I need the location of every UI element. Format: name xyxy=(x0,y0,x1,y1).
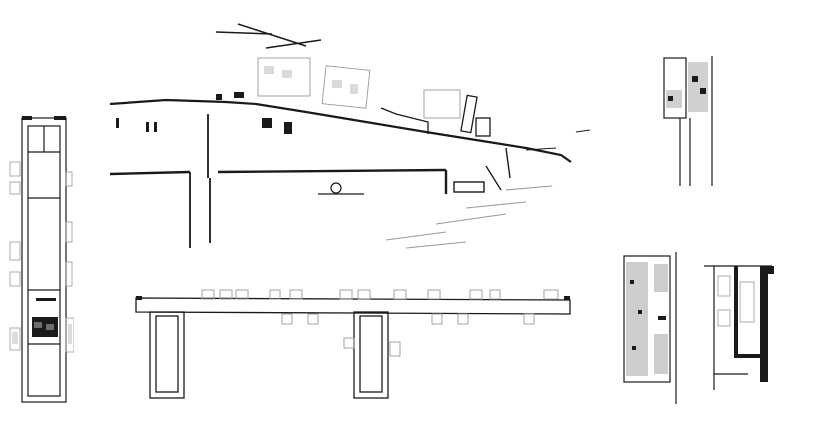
horizontal-plan-svg xyxy=(135,289,571,399)
vertical-plan-svg xyxy=(9,116,74,403)
detail-bottom-right-section-svg xyxy=(704,265,774,390)
site-plan xyxy=(106,18,606,262)
left-wing xyxy=(149,311,185,399)
right-wing xyxy=(353,311,389,399)
detail-bottom-right-hatched-svg xyxy=(623,252,677,404)
detail-top-right xyxy=(660,54,716,188)
dark-wall xyxy=(760,266,768,382)
corridor-outline xyxy=(135,297,571,315)
detail-top-right-svg xyxy=(663,56,713,186)
detail-bottom-right-hatched xyxy=(620,250,680,406)
horizontal-plan xyxy=(132,282,578,406)
detail-bottom-right-section xyxy=(700,262,776,394)
inner-wall xyxy=(27,125,61,397)
outer-wall xyxy=(21,117,67,403)
vertical-plan xyxy=(8,112,74,404)
site-plan-svg xyxy=(109,23,591,249)
